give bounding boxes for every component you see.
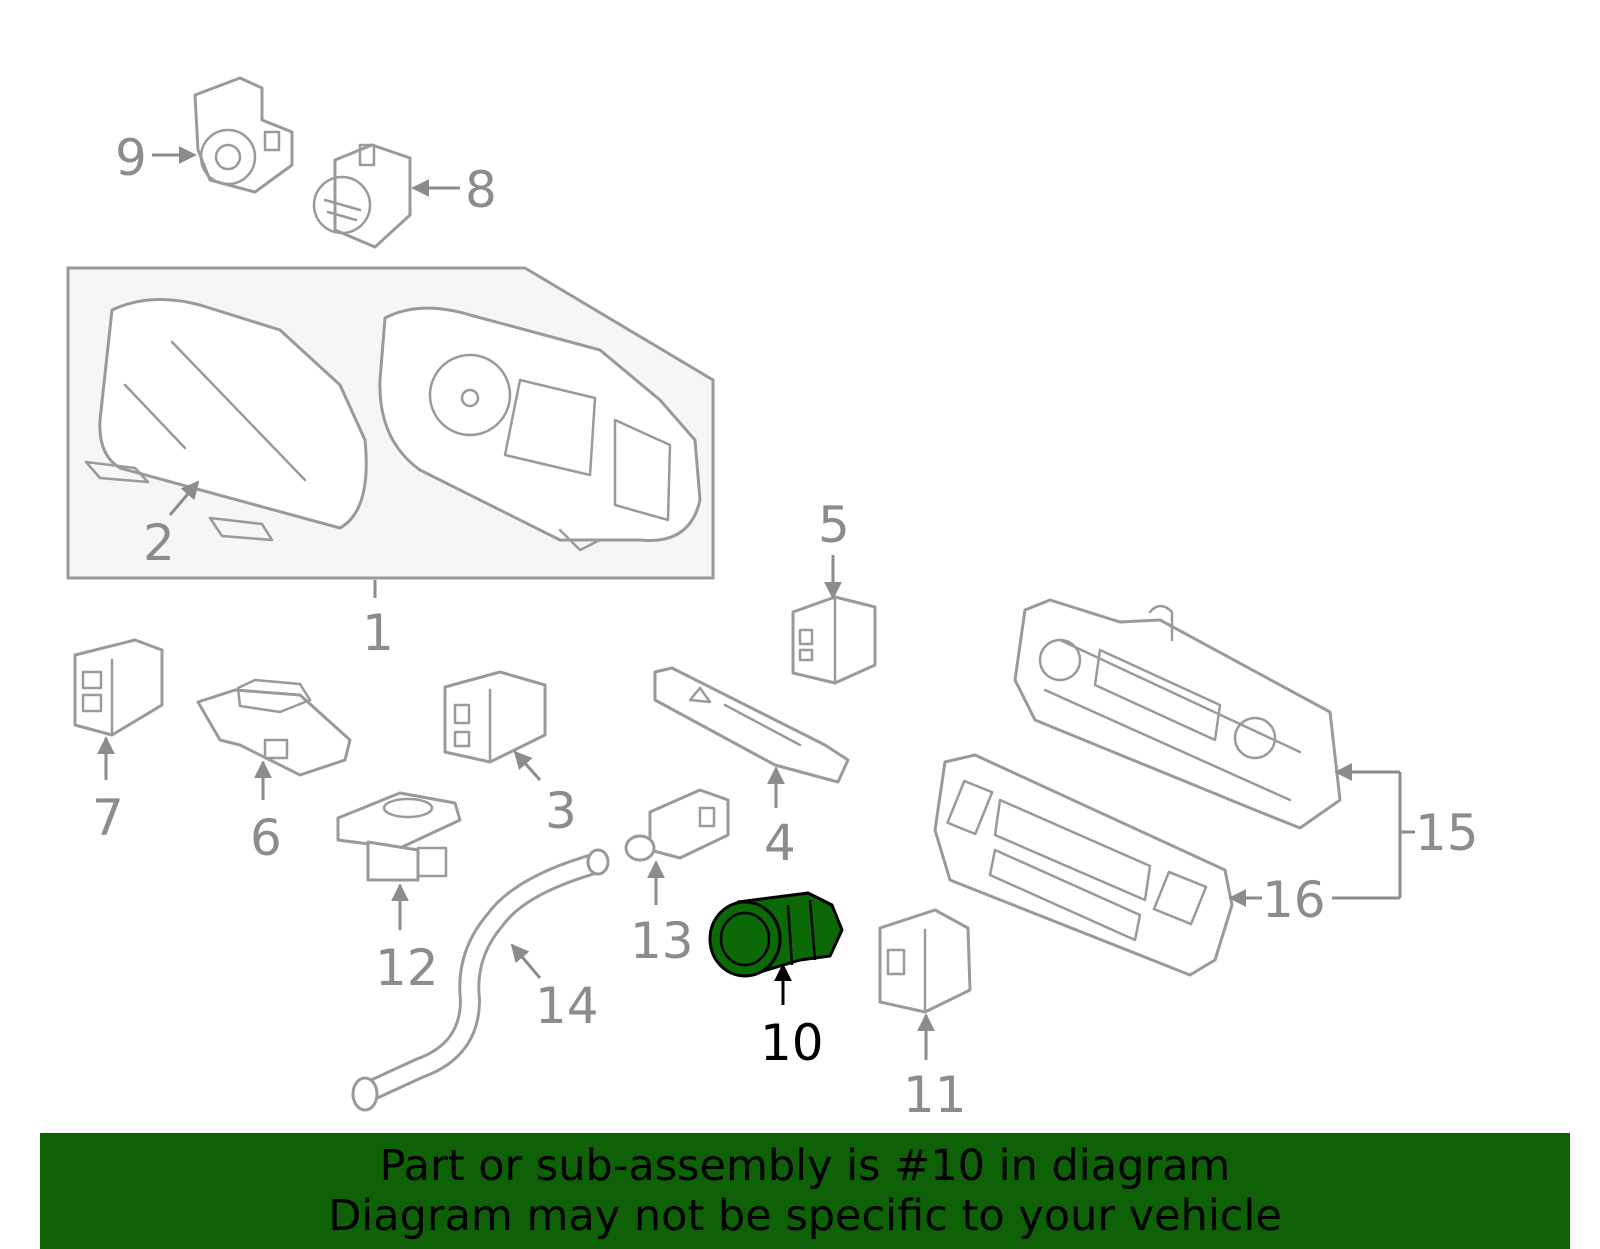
part-16-control-bezel[interactable] [933,753,1234,977]
callout-11-label: 11 [903,1066,967,1124]
callout-7: 7 [92,736,124,847]
part-11-switch[interactable] [878,908,972,1014]
callout-2: 2 [143,480,200,572]
callout-13: 13 [630,860,694,970]
callout-1: 1 [362,580,394,662]
part-6-switch-bracket[interactable] [196,678,352,777]
callout-10: 10 [760,963,824,1072]
callout-13-label: 13 [630,912,694,970]
callout-12-label: 12 [375,939,439,997]
callout-16: 16 [1228,871,1400,929]
callout-7-label: 7 [92,789,124,847]
part-1-cluster-assembly[interactable] [66,266,715,580]
banner-line-2: Diagram may not be specific to your vehi… [328,1191,1282,1241]
callout-3-label: 3 [545,782,577,840]
notice-banner: Part or sub-assembly is #10 in diagram D… [40,1133,1570,1249]
callout-14: 14 [510,943,599,1035]
callout-9-label: 9 [115,129,147,187]
callout-11: 11 [903,1013,967,1124]
part-13-small-switch[interactable] [624,788,730,862]
part-7-switch[interactable] [73,638,164,737]
callout-6: 6 [250,760,282,867]
callout-4-label: 4 [764,814,796,872]
part-12-push-switch[interactable] [336,791,462,882]
part-8-rotary-switch[interactable] [312,143,412,249]
callout-3: 3 [513,750,577,840]
callout-9: 9 [115,129,197,187]
part-3-switch[interactable] [443,670,547,764]
callout-8: 8 [411,161,497,219]
callout-15: 15 [1334,763,1479,898]
callout-1-label: 1 [362,604,394,662]
callout-10-label: 10 [760,1014,824,1072]
banner-line-1: Part or sub-assembly is #10 in diagram [379,1141,1231,1191]
callout-12: 12 [375,883,439,997]
part-10-socket[interactable] [708,891,844,978]
callout-2-label: 2 [143,514,175,572]
callout-5-label: 5 [818,496,850,554]
callout-4: 4 [764,766,796,872]
callout-15-label: 15 [1415,804,1479,862]
callout-16-label: 16 [1262,871,1326,929]
part-9-switch[interactable] [193,76,294,194]
callout-8-label: 8 [465,161,497,219]
part-14-cable[interactable] [351,848,610,1112]
callout-6-label: 6 [250,809,282,867]
callout-14-label: 14 [535,977,599,1035]
part-4-hazard-panel[interactable] [653,666,850,784]
part-5-switch[interactable] [791,595,877,685]
callout-5: 5 [818,496,850,600]
part-15-climate-control-unit[interactable] [1013,598,1342,830]
